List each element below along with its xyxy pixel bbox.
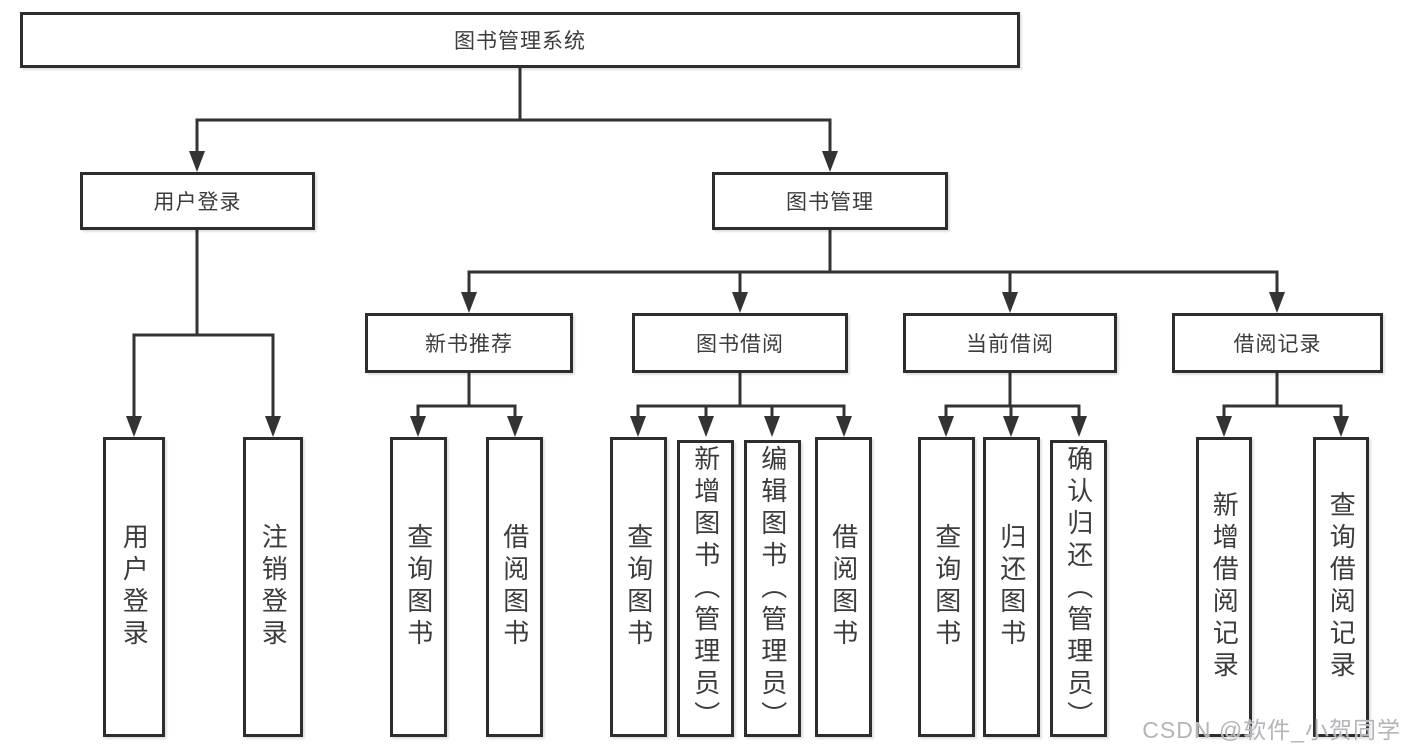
node-book-borrowing-label: 图书借阅 [696,333,784,356]
leaf-logout-label: 注销登录 [258,523,289,651]
leaf-add-book-admin: 新增图书（管理员） [677,440,734,737]
node-library-system: 图书管理系统 [20,12,1020,68]
node-book-management: 图书管理 [712,172,948,230]
node-borrow-records-label: 借阅记录 [1233,333,1322,356]
leaf-logout: 注销登录 [243,437,303,737]
leaf-user-login: 用户登录 [103,437,165,737]
leaf-query-books-borrowing-label: 查询图书 [623,523,654,651]
edge-lines [132,66,1343,420]
leaf-borrow-books-recommend-label: 借阅图书 [499,523,530,651]
node-new-book-recommend-label: 新书推荐 [425,333,513,356]
leaf-query-books-current-label: 查询图书 [931,523,962,651]
leaf-confirm-return-admin: 确认归还（管理员） [1050,440,1107,737]
node-library-system-label: 图书管理系统 [454,30,586,53]
node-borrow-records: 借阅记录 [1172,313,1383,373]
node-book-management-label: 图书管理 [786,191,874,214]
leaf-query-books-current: 查询图书 [918,437,975,737]
node-user-login-label: 用户登录 [153,191,242,214]
leaf-borrow-books-borrowing: 借阅图书 [815,437,872,737]
node-book-borrowing: 图书借阅 [632,313,848,373]
leaf-edit-book-admin: 编辑图书（管理员） [744,440,801,737]
leaf-add-borrow-record-label: 新增借阅记录 [1209,491,1240,683]
leaf-edit-book-admin-label: 编辑图书（管理员） [757,444,788,733]
csdn-watermark: CSDN @软件_小贺同学 [1142,717,1401,743]
leaf-query-books-recommend-label: 查询图书 [403,523,434,651]
node-current-borrowing-label: 当前借阅 [966,333,1054,356]
leaf-return-books: 归还图书 [983,437,1040,737]
leaf-user-login-label: 用户登录 [119,523,150,651]
leaf-query-books-recommend: 查询图书 [390,437,447,737]
leaf-borrow-books-recommend: 借阅图书 [486,437,543,737]
leaf-query-borrow-record-label: 查询借阅记录 [1326,491,1357,683]
leaf-borrow-books-borrowing-label: 借阅图书 [828,523,859,651]
leaf-return-books-label: 归还图书 [996,523,1027,651]
leaf-query-books-borrowing: 查询图书 [610,437,667,737]
leaf-confirm-return-admin-label: 确认归还（管理员） [1063,444,1094,733]
node-user-login: 用户登录 [80,172,315,230]
leaf-add-book-admin-label: 新增图书（管理员） [690,444,721,733]
leaf-query-borrow-record: 查询借阅记录 [1313,437,1369,737]
leaf-add-borrow-record: 新增借阅记录 [1196,437,1252,737]
node-new-book-recommend: 新书推荐 [365,313,573,373]
node-current-borrowing: 当前借阅 [903,313,1117,373]
edge-arrowheads [126,151,1349,437]
